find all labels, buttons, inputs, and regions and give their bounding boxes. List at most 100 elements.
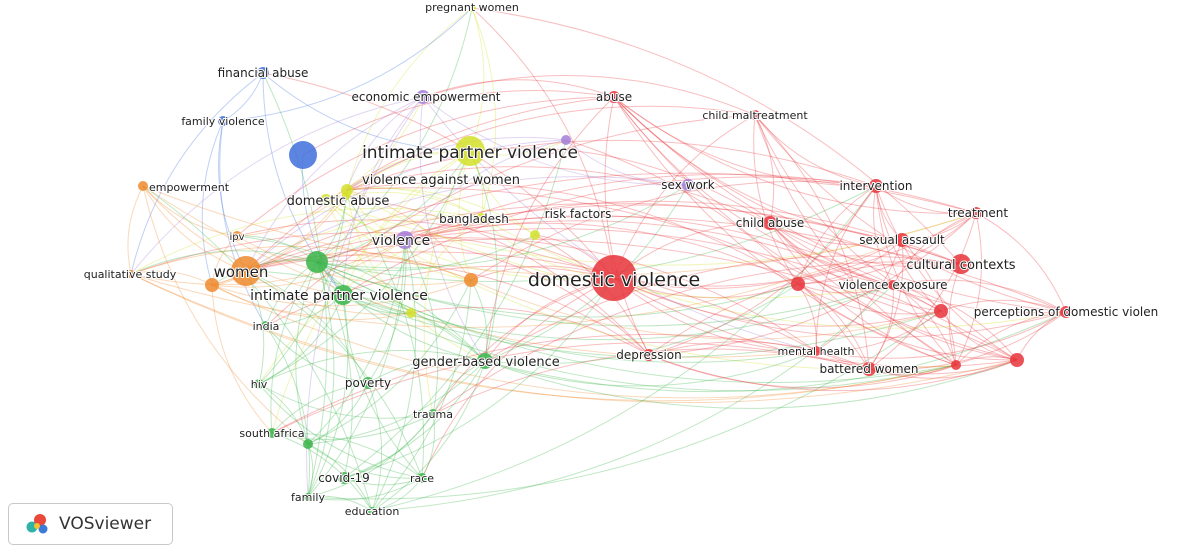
node-treat[interactable]	[970, 207, 982, 219]
node-bw[interactable]	[862, 362, 876, 376]
link-family-r2	[307, 310, 942, 500]
node-bang[interactable]	[476, 213, 486, 223]
node-ipv2[interactable]	[333, 285, 353, 305]
node-label-bang[interactable]: bangladesh	[438, 211, 510, 227]
node-o1[interactable]	[205, 278, 219, 292]
node-hiv[interactable]	[254, 379, 264, 389]
node-sa[interactable]	[267, 428, 277, 438]
node-label-mh[interactable]: mental health	[777, 344, 856, 359]
node-mh[interactable]	[811, 346, 821, 356]
node-dv[interactable]	[591, 255, 637, 301]
node-y1[interactable]	[406, 308, 416, 318]
node-r1[interactable]	[791, 277, 805, 291]
node-label-abuse[interactable]: abuse	[595, 89, 633, 105]
node-label-interv[interactable]: intervention	[838, 178, 913, 194]
node-sexa[interactable]	[895, 233, 909, 247]
node-gbv[interactable]	[477, 353, 493, 369]
node-sex[interactable]	[682, 179, 694, 191]
node-da[interactable]	[320, 194, 332, 206]
node-label-vaw[interactable]: violence against women	[361, 172, 521, 189]
node-ipv_o[interactable]	[232, 231, 242, 241]
node-r4[interactable]	[951, 360, 961, 370]
node-label-race[interactable]: race	[409, 471, 435, 486]
node-risk[interactable]	[530, 230, 540, 240]
node-label-da[interactable]: domestic abuse	[286, 193, 391, 210]
node-b1[interactable]	[289, 141, 317, 169]
node-g1[interactable]	[306, 251, 328, 273]
node-label-fin[interactable]: financial abuse	[217, 65, 310, 81]
node-label-covid[interactable]: covid-19	[317, 470, 371, 486]
node-india[interactable]	[261, 321, 271, 331]
link-fin-qual	[130, 72, 264, 275]
node-pov[interactable]	[362, 377, 374, 389]
node-label-cc[interactable]: cultural contexts	[905, 257, 1016, 274]
node-preg[interactable]	[468, 4, 476, 12]
link-edu-g2	[307, 443, 373, 512]
link-bw-sa	[271, 342, 870, 434]
node-abuse[interactable]	[608, 91, 620, 103]
node-label-women[interactable]: women	[213, 262, 270, 282]
link-qual-viol	[130, 239, 406, 286]
node-label-family[interactable]: family	[290, 490, 326, 505]
node-interv[interactable]	[869, 179, 883, 193]
node-edu[interactable]	[368, 507, 376, 515]
node-label-ipv2[interactable]: intimate partner violence	[249, 287, 429, 305]
node-women[interactable]	[231, 256, 261, 286]
node-emp[interactable]	[138, 181, 148, 191]
link-cm-vaw	[346, 105, 756, 191]
node-r3[interactable]	[1010, 353, 1024, 367]
node-fin[interactable]	[257, 67, 269, 79]
node-label-sexa[interactable]: sexual assault	[858, 232, 946, 248]
node-label-famv[interactable]: family violence	[180, 114, 266, 129]
node-econ[interactable]	[416, 90, 430, 104]
node-r2[interactable]	[934, 304, 948, 318]
link-abuse-r4	[613, 96, 957, 366]
node-cc[interactable]	[951, 254, 971, 274]
node-label-econ[interactable]: economic empowerment	[350, 89, 501, 105]
node-ca[interactable]	[763, 216, 777, 230]
node-label-pov[interactable]: poverty	[344, 375, 392, 391]
node-famv[interactable]	[218, 116, 228, 126]
node-label-dv[interactable]: domestic violence	[527, 268, 701, 292]
node-label-pdv[interactable]: perceptions of domestic violen	[973, 304, 1160, 320]
node-label-qual[interactable]: qualitative study	[83, 267, 178, 282]
node-o2[interactable]	[464, 273, 478, 287]
node-ipv1[interactable]	[455, 136, 485, 166]
node-label-edu[interactable]: education	[344, 504, 401, 519]
node-label-india[interactable]: india	[252, 319, 281, 334]
node-label-hiv[interactable]: hiv	[250, 377, 269, 392]
node-label-risk[interactable]: risk factors	[544, 206, 613, 222]
node-label-sex[interactable]: sex work	[660, 177, 715, 193]
node-covid[interactable]	[338, 472, 350, 484]
node-label-dep[interactable]: depression	[615, 347, 682, 363]
node-label-trauma[interactable]: trauma	[412, 407, 454, 422]
node-cm[interactable]	[750, 110, 760, 120]
node-race[interactable]	[417, 473, 427, 483]
node-y2[interactable]	[342, 192, 350, 200]
node-label-ve[interactable]: violence exposure	[837, 277, 948, 293]
node-p1[interactable]	[561, 135, 571, 145]
node-label-treat[interactable]: treatment	[947, 205, 1009, 221]
node-dep[interactable]	[643, 349, 655, 361]
node-label-viol[interactable]: violence	[371, 232, 431, 250]
node-label-ipv_o[interactable]: ipv	[228, 231, 245, 244]
node-label-sa[interactable]: south africa	[238, 426, 305, 441]
vosviewer-logo-button[interactable]: VOSviewer	[8, 503, 173, 545]
node-label-preg[interactable]: pregnant women	[424, 0, 520, 15]
node-viol[interactable]	[396, 231, 414, 249]
node-label-ipv1[interactable]: intimate partner violence	[361, 142, 579, 164]
node-label-bw[interactable]: battered women	[818, 361, 919, 377]
node-label-ca[interactable]: child abuse	[735, 215, 806, 231]
node-label-gbv[interactable]: gender-based violence	[411, 354, 561, 371]
node-pdv[interactable]	[1060, 306, 1072, 318]
node-ve[interactable]	[888, 280, 898, 290]
node-family[interactable]	[304, 493, 312, 501]
node-label-cm[interactable]: child maltreatment	[701, 108, 809, 123]
node-label-emp[interactable]: empowerment	[148, 180, 231, 195]
node-qual[interactable]	[127, 270, 135, 278]
node-trauma[interactable]	[428, 409, 438, 419]
node-g2[interactable]	[303, 439, 313, 449]
link-dv-india	[265, 265, 615, 327]
link-r1-ve	[797, 283, 894, 294]
